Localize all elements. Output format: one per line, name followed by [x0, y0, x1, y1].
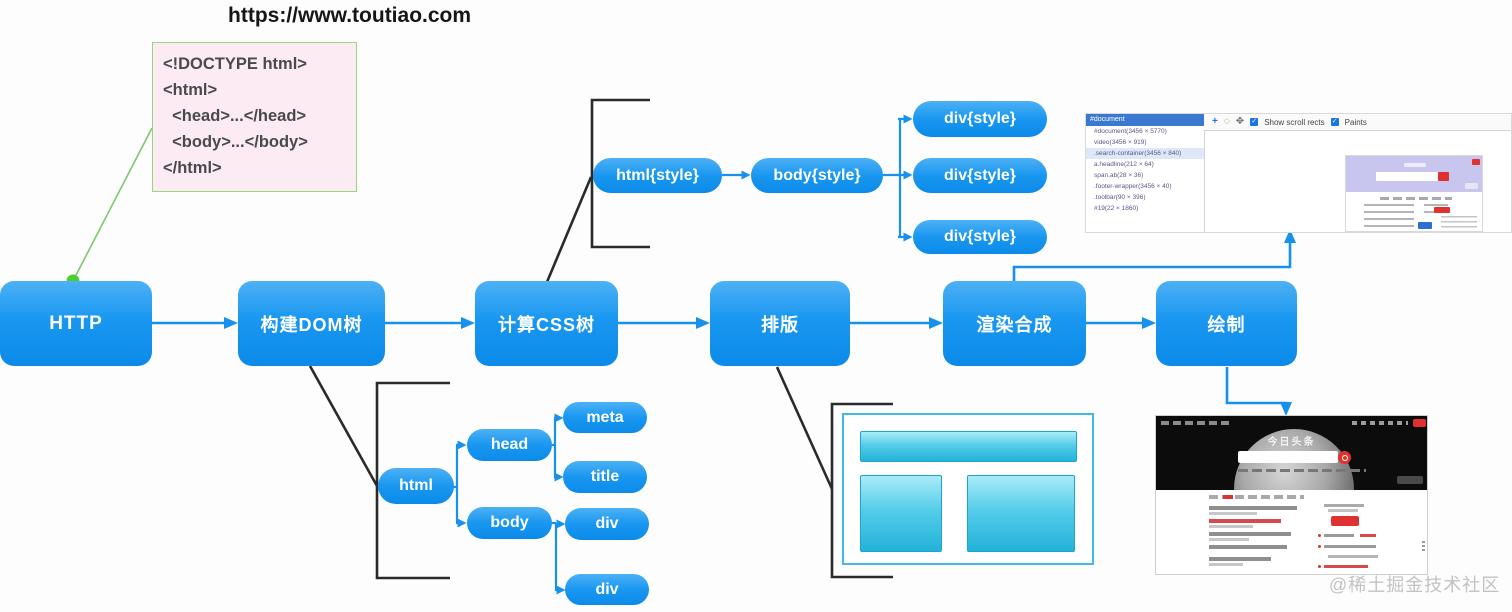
toutiao-nav-active	[1223, 495, 1233, 499]
search-button	[1438, 172, 1449, 181]
flow-node-compute-css: 计算CSS树	[475, 281, 618, 366]
css-node-div-style-2: div{style}	[913, 158, 1047, 193]
side-text-placeholder	[1324, 504, 1364, 507]
devtools-layer-row: video(3456 × 919)	[1094, 139, 1147, 146]
news-title-placeholder	[1209, 545, 1287, 549]
side-list-red	[1360, 534, 1376, 537]
bullet-icon	[1318, 565, 1321, 568]
news-title-red-placeholder	[1209, 519, 1281, 523]
code-line: <head>...</head>	[163, 107, 307, 125]
toutiao-channel-nav	[1209, 495, 1304, 499]
mini-search-input	[1376, 172, 1438, 181]
devtools-layer-row: .toolbar(90 × 396)	[1094, 194, 1146, 201]
mini-red-button	[1434, 207, 1450, 213]
dom-node-div-1: div	[565, 508, 649, 540]
dom-node-title: title	[563, 461, 647, 493]
news-sub-placeholder	[1209, 525, 1253, 528]
flow-node-layout: 排版	[710, 281, 850, 366]
rotate-icon: ◌	[1223, 116, 1230, 127]
toutiao-top-nav	[1161, 421, 1229, 425]
mini-nav-placeholder	[1380, 197, 1452, 200]
devtools-layer-list: #document #document(3456 × 5770) video(3…	[1086, 114, 1205, 232]
side-list-red	[1324, 565, 1368, 568]
side-list-placeholder	[1324, 534, 1354, 537]
mini-logo	[1404, 163, 1426, 167]
toutiao-hero: 今日头条	[1156, 416, 1427, 490]
news-sub-placeholder	[1209, 512, 1257, 515]
news-sub-placeholder	[1209, 538, 1249, 541]
css-node-div-style-1: div{style}	[913, 101, 1047, 137]
devtools-layer-row: .footer-wrapper(3456 × 40)	[1094, 183, 1172, 190]
toutiao-login-button	[1413, 419, 1426, 427]
side-list-placeholder	[1324, 545, 1376, 548]
devtools-selected-layer: #document	[1086, 114, 1204, 126]
css-node-div-style-3: div{style}	[913, 220, 1047, 254]
zoom-in-icon: +	[1212, 116, 1218, 127]
side-red-button	[1331, 516, 1359, 526]
toutiao-logo: 今日头条	[1267, 437, 1316, 448]
code-annotation-connector	[66, 127, 153, 288]
bullet-icon	[1318, 545, 1321, 548]
pan-icon: ✥	[1235, 116, 1245, 127]
scroll-dots	[1422, 541, 1425, 553]
dom-node-meta: meta	[563, 402, 647, 433]
code-line: <body>...</body>	[163, 133, 308, 151]
devtools-toolbar: + ◌ ✥ ✓ Show scroll rects ✓ Paints	[1204, 114, 1511, 131]
mini-webpage-screenshot	[1345, 155, 1483, 232]
code-line: </html>	[163, 159, 222, 177]
layout-wireframe	[842, 413, 1094, 565]
css-node-body-style: body{style}	[751, 158, 883, 193]
devtools-layer-row: a.headline(212 × 64)	[1094, 161, 1154, 168]
checkbox-icon: ✓	[1250, 118, 1259, 126]
show-scroll-rects-label: Show scroll rects	[1264, 117, 1325, 127]
text-placeholder-lines	[1441, 216, 1477, 230]
news-title-placeholder	[1209, 532, 1291, 536]
toutiao-hot-words	[1238, 469, 1366, 472]
mini-page-header	[1346, 156, 1482, 192]
devtools-layer-row: span.ab(28 × 36)	[1094, 172, 1144, 179]
html-code-box: <!DOCTYPE html> <html> <head>...</head> …	[152, 42, 357, 192]
wireframe-left-block	[860, 475, 942, 552]
checkbox-icon: ✓	[1330, 118, 1339, 126]
side-list-placeholder	[1328, 555, 1378, 558]
mini-blue-button	[1418, 222, 1432, 229]
flow-node-http: HTTP	[0, 281, 152, 366]
toutiao-top-right-icons	[1352, 421, 1408, 425]
wireframe-right-block	[967, 475, 1075, 552]
text-placeholder-lines	[1364, 204, 1414, 229]
news-sub-placeholder	[1209, 563, 1243, 566]
watermark: @稀土掘金技术社区	[1329, 575, 1501, 595]
toutiao-search-input	[1238, 451, 1338, 463]
paints-label: Paints	[1344, 117, 1367, 127]
css-node-html-style: html{style}	[593, 158, 722, 193]
devtools-layer-row: .search-container(3456 × 840)	[1086, 148, 1204, 159]
flow-node-render-composite: 渲染合成	[943, 281, 1086, 366]
wireframe-header-block	[860, 431, 1077, 462]
page-url-label: https://www.toutiao.com	[228, 4, 472, 27]
mini-login-button	[1472, 159, 1480, 165]
news-title-placeholder	[1209, 506, 1297, 510]
dom-node-head: head	[467, 429, 552, 461]
side-text-placeholder	[1328, 509, 1358, 512]
search-icon	[1338, 451, 1351, 464]
mini-header-chip	[1465, 183, 1478, 189]
toutiao-homepage-screenshot: 今日头条	[1155, 415, 1428, 575]
bullet-icon	[1318, 534, 1321, 537]
dom-node-div-2: div	[565, 574, 649, 605]
flow-node-paint: 绘制	[1156, 281, 1297, 366]
devtools-layer-row: #document(3456 × 5770)	[1094, 128, 1167, 135]
dom-node-html: html	[378, 468, 454, 504]
code-line: <html>	[163, 81, 218, 99]
news-title-placeholder	[1209, 557, 1271, 561]
toutiao-hero-badge	[1397, 476, 1423, 484]
flow-node-build-dom: 构建DOM树	[238, 281, 385, 366]
devtools-layer-row: #19(22 × 1860)	[1094, 205, 1139, 212]
dom-node-body: body	[467, 507, 552, 539]
code-line: <!DOCTYPE html>	[163, 55, 307, 73]
